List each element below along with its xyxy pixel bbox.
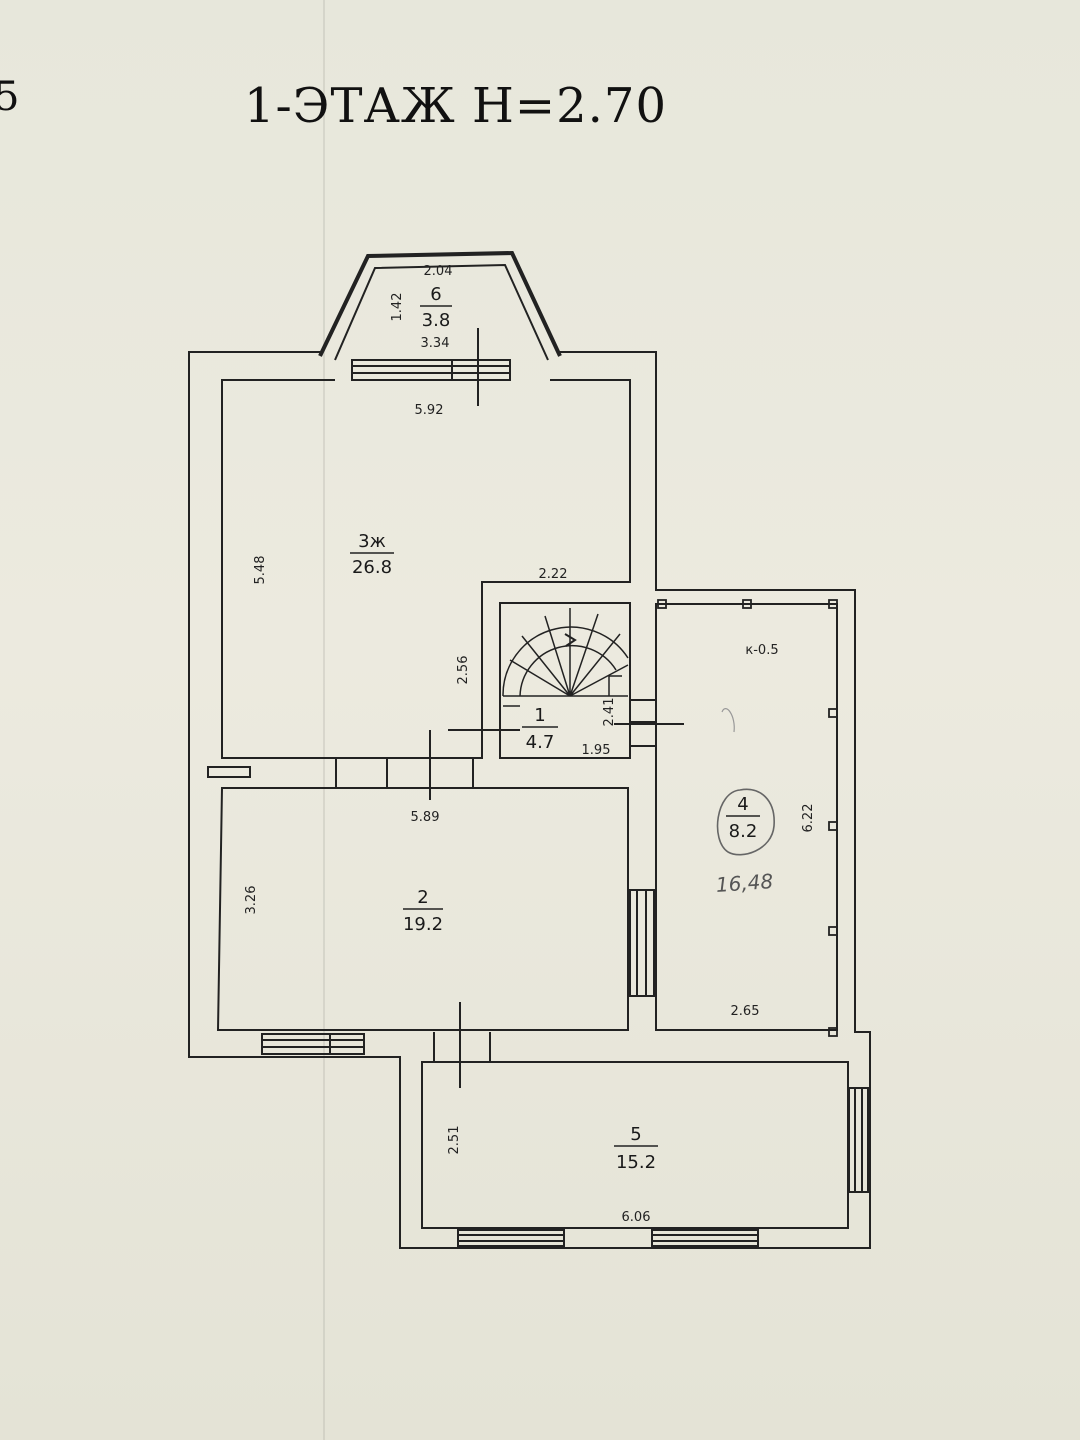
window-room-5-bottom-b [651, 1229, 759, 1247]
room-6-area: 3.8 [422, 310, 451, 331]
dim-room1-height: 2.41 [602, 698, 617, 727]
dim-room2-height: 3.26 [244, 886, 259, 915]
page-number: 5 [0, 74, 20, 120]
room-label-3: 3ж 26.8 [350, 531, 394, 578]
dim-room5-height: 2.51 [447, 1126, 462, 1155]
room-label-6: 6 3.8 [420, 284, 452, 331]
room-5-number: 5 [630, 1124, 641, 1145]
outer-wall [188, 351, 871, 1249]
dim-room4-height: 6.22 [801, 804, 816, 833]
room-5-outline [421, 1061, 849, 1229]
window-room-5-bottom-a [457, 1229, 565, 1247]
page-title: 1-ЭТАЖ Н=2.70 [244, 78, 667, 134]
bay-inner [334, 263, 549, 361]
dim-room4-width: 2.65 [731, 1004, 760, 1019]
room-6-number: 6 [430, 284, 441, 305]
room-2-area: 19.2 [403, 914, 443, 935]
corridor-wall [433, 1032, 491, 1062]
dim-room3-width: 5.92 [415, 403, 444, 418]
room-1-number: 1 [534, 705, 545, 726]
room-3-number: 3ж [358, 531, 386, 552]
room-2-outline [216, 787, 629, 1031]
window-top [351, 359, 511, 381]
bay-outline [318, 250, 562, 357]
room-2-number: 2 [417, 887, 428, 908]
paper-fold [323, 0, 325, 1440]
room-4-level: к-0.5 [745, 643, 778, 658]
dim-bay-base: 3.34 [421, 336, 450, 351]
room-label-2: 2 19.2 [403, 887, 443, 935]
dim-bay-depth: 1.42 [390, 293, 405, 322]
handwritten-circle [716, 788, 775, 856]
handwritten-mark [721, 708, 735, 733]
room-5-area: 15.2 [616, 1152, 656, 1173]
room-4-columns [657, 599, 838, 1037]
room-1-area: 4.7 [526, 732, 555, 753]
spiral-staircase [502, 608, 629, 707]
dim-room1-width: 1.95 [582, 743, 611, 758]
dim-room5-width: 6.06 [622, 1210, 651, 1225]
dim-room2-width: 5.89 [411, 810, 440, 825]
dim-stair-height: 2.56 [456, 656, 471, 685]
room-label-5: 5 15.2 [614, 1124, 658, 1173]
window-left-small [207, 766, 251, 778]
stair-room-outline [499, 602, 631, 759]
window-room-5-right [848, 1087, 869, 1193]
room-label-1: 1 4.7 [522, 705, 558, 753]
window-bottom-left [261, 1033, 365, 1055]
room-4-number: 4 [737, 794, 748, 815]
window-room-2 [629, 889, 655, 997]
dim-stair-width: 2.22 [539, 567, 568, 582]
partition-3-2 [335, 758, 474, 788]
door-stair-4 [630, 699, 656, 747]
room-3-outline [221, 379, 631, 759]
room-label-4: 4 8.2 [726, 794, 760, 842]
room-3-area: 26.8 [352, 557, 392, 578]
handwritten-area: 16,48 [715, 869, 774, 897]
room-4-area: 8.2 [729, 821, 758, 842]
dim-room3-height: 5.48 [253, 556, 268, 585]
dim-bay-top: 2.04 [424, 264, 453, 279]
